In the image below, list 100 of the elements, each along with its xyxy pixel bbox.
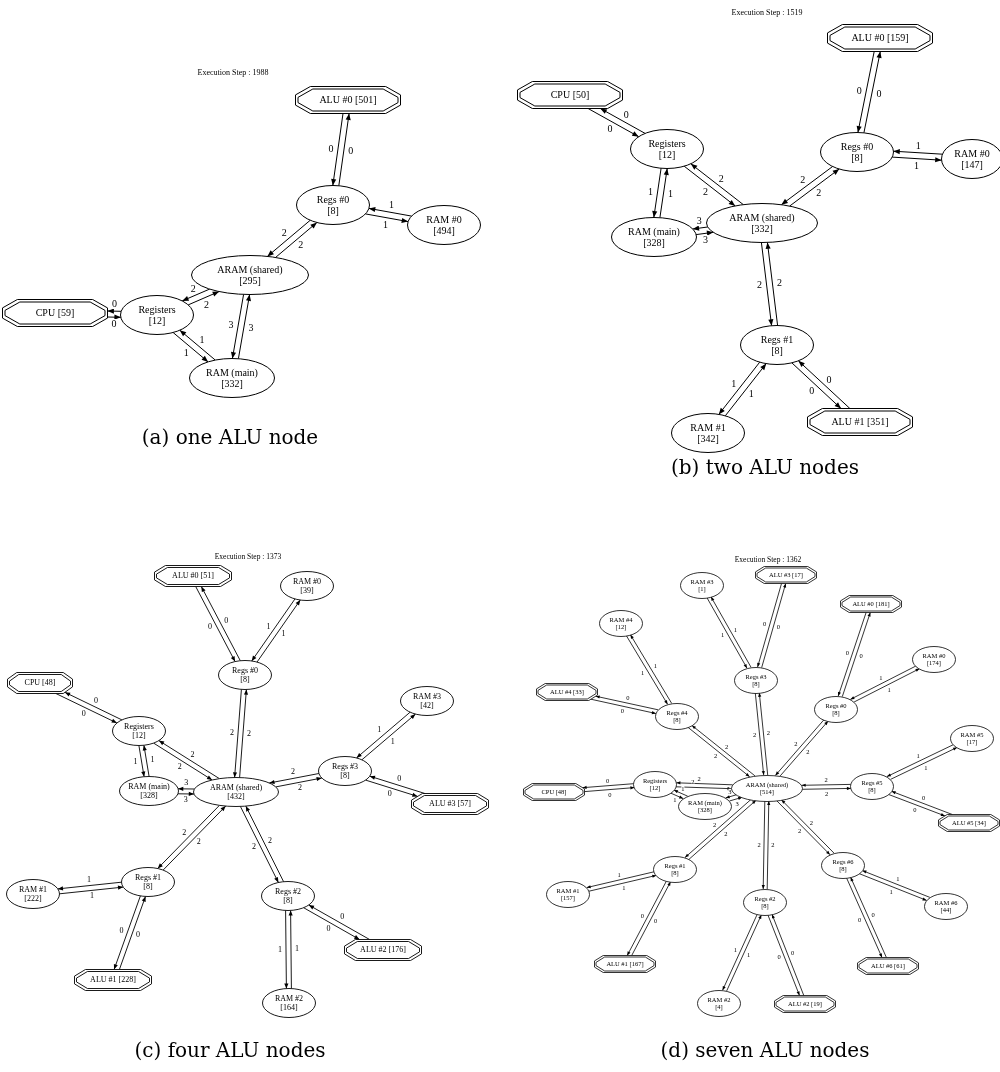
edge-label: 1 bbox=[281, 630, 286, 639]
node-label: ALU #2 [176] bbox=[360, 945, 406, 955]
edge-label: 2 bbox=[196, 838, 201, 847]
node-label: [8] bbox=[771, 345, 783, 357]
node-label: [12] bbox=[148, 315, 166, 327]
ellipse-node bbox=[407, 205, 481, 245]
node-label: RAM #1 bbox=[690, 421, 726, 433]
panel-caption: (a) one ALU node bbox=[141, 426, 319, 448]
step-label: Execution Step : 1988 bbox=[197, 68, 269, 78]
node-label: Regs #2 bbox=[275, 886, 301, 896]
edge-label: 3 bbox=[696, 216, 702, 227]
node-label: [8] bbox=[283, 896, 293, 906]
edge-label: 0 bbox=[111, 319, 117, 330]
octagon-node bbox=[517, 81, 623, 109]
arrow bbox=[760, 242, 774, 327]
node-label: CPU [50] bbox=[550, 89, 590, 101]
edge-label: 2 bbox=[281, 227, 287, 238]
edge-label: 2 bbox=[252, 843, 257, 852]
edge-label: 2 bbox=[776, 278, 782, 289]
arrow bbox=[724, 363, 767, 417]
node-label: [8] bbox=[851, 152, 863, 164]
octagon-node bbox=[938, 814, 1000, 832]
node-label: Registers bbox=[124, 721, 154, 731]
ellipse-node bbox=[924, 892, 968, 920]
ellipse-node bbox=[318, 756, 372, 786]
node-label: Regs #1 bbox=[135, 872, 161, 882]
node-label: CPU [59] bbox=[35, 307, 75, 319]
ellipse-node bbox=[599, 609, 643, 637]
ellipse-node bbox=[262, 988, 316, 1018]
ellipse-node bbox=[820, 132, 894, 172]
edge-label: 2 bbox=[177, 762, 182, 771]
node-label: [12] bbox=[658, 149, 676, 161]
edge-label: 1 bbox=[266, 622, 271, 631]
node-label: ALU #3 [57] bbox=[429, 799, 471, 809]
node-label: [494] bbox=[433, 225, 455, 237]
edge-label: 2 bbox=[190, 750, 195, 759]
node-label: [8] bbox=[240, 675, 250, 685]
node-label: CPU [48] bbox=[24, 678, 56, 688]
edge-label: 1 bbox=[87, 875, 92, 884]
node-label: [164] bbox=[280, 1003, 298, 1013]
node-label: ARAM (shared) bbox=[217, 263, 283, 275]
arrow bbox=[599, 108, 646, 134]
node-label: RAM #0 bbox=[426, 213, 462, 225]
arrow bbox=[107, 308, 122, 314]
edge-label: 0 bbox=[326, 924, 331, 933]
panel-caption: (b) two ALU nodes bbox=[671, 456, 859, 478]
ellipse-node bbox=[680, 571, 724, 599]
arrow bbox=[780, 166, 834, 206]
octagon-node bbox=[774, 995, 836, 1013]
ellipse-node bbox=[112, 716, 166, 746]
edge-label: 0 bbox=[623, 109, 629, 120]
edge-label: 2 bbox=[800, 175, 806, 185]
node-label: ALU #0 [51] bbox=[172, 571, 214, 581]
arrow bbox=[695, 230, 714, 236]
ellipse-node bbox=[630, 129, 704, 169]
arrow bbox=[266, 219, 311, 257]
node-label: [332] bbox=[221, 378, 243, 390]
edge-label: 1 bbox=[648, 186, 654, 197]
arrow bbox=[179, 329, 216, 361]
node-label: [8] bbox=[340, 771, 350, 781]
arrow bbox=[652, 167, 662, 218]
ellipse-node bbox=[655, 702, 699, 730]
edge-label: 0 bbox=[826, 374, 832, 385]
edge-label: 0 bbox=[136, 930, 141, 939]
node-label: RAM #3 bbox=[412, 691, 442, 701]
ellipse-node bbox=[218, 660, 272, 690]
ellipse-node bbox=[734, 666, 778, 694]
node-label: RAM #2 bbox=[274, 993, 304, 1003]
edge-label: 0 bbox=[876, 88, 882, 99]
node-label: ALU #0 [159] bbox=[851, 32, 909, 44]
arrow bbox=[338, 113, 351, 187]
arrow bbox=[237, 294, 251, 360]
arrow bbox=[856, 51, 875, 133]
arrow bbox=[275, 222, 318, 258]
octagon-node bbox=[827, 24, 933, 52]
ellipse-node bbox=[120, 295, 194, 335]
node-label: [8] bbox=[143, 882, 153, 892]
node-label: [342] bbox=[697, 433, 719, 445]
edge-label: 0 bbox=[340, 913, 345, 921]
edge-label: 2 bbox=[816, 188, 822, 199]
edge-label: 2 bbox=[718, 173, 724, 184]
edge-label: 3 bbox=[248, 322, 254, 333]
node-label: RAM #0 bbox=[954, 147, 990, 159]
edge-label: 1 bbox=[731, 378, 737, 389]
edge-label: 1 bbox=[390, 737, 395, 746]
octagon-node bbox=[154, 565, 232, 587]
edge-label: 1 bbox=[89, 892, 94, 901]
edge-label: 2 bbox=[297, 784, 302, 793]
ellipse-node bbox=[678, 792, 732, 820]
arrow bbox=[718, 361, 761, 415]
ellipse-node bbox=[697, 989, 741, 1017]
node-label: Registers bbox=[138, 303, 176, 315]
edge-label: 3 bbox=[228, 320, 234, 331]
ellipse-node bbox=[950, 724, 994, 752]
arrow bbox=[659, 168, 669, 219]
node-label: [295] bbox=[239, 275, 261, 287]
edge-label: 1 bbox=[748, 389, 754, 400]
arrow bbox=[172, 332, 209, 363]
octagon-node bbox=[857, 957, 919, 975]
ellipse-node bbox=[193, 777, 279, 807]
